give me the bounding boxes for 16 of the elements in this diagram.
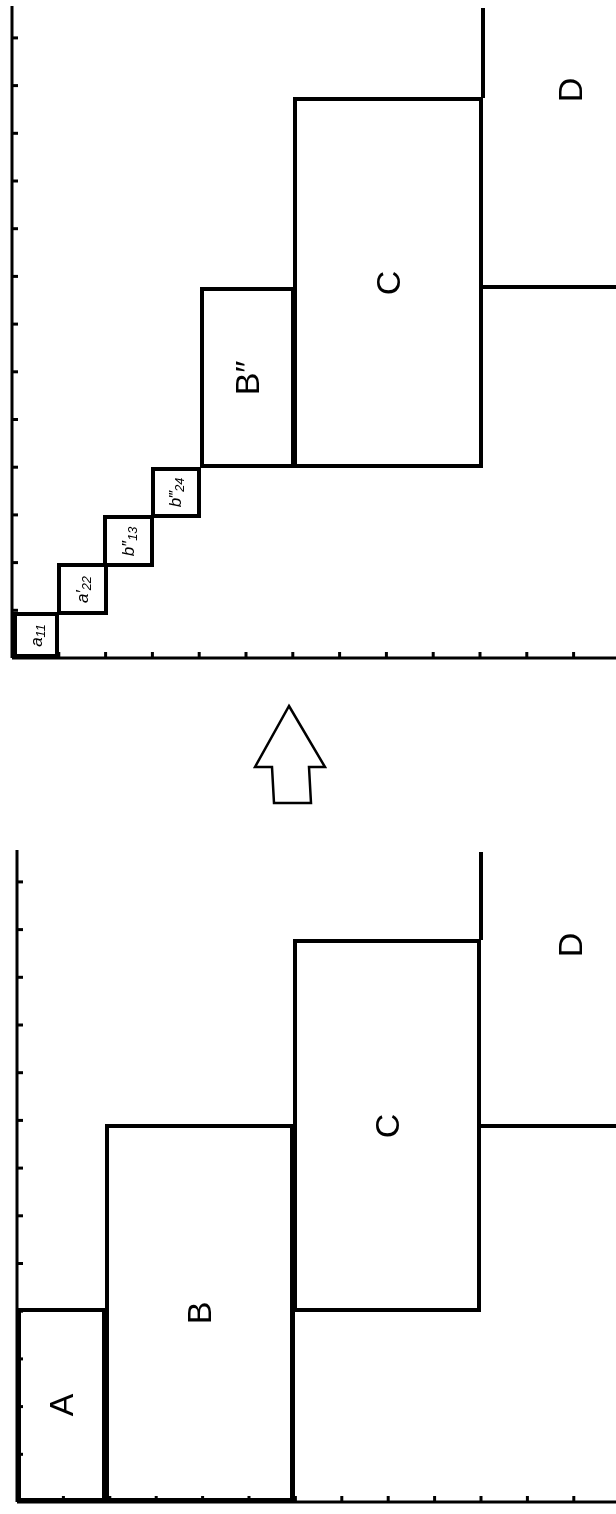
matrix-block [17, 1308, 106, 1502]
matrix-block [200, 287, 295, 468]
block-label: B″ [230, 360, 265, 395]
matrix-block [293, 939, 481, 1312]
block-label: C [370, 1113, 404, 1138]
block-label: B [182, 1301, 217, 1325]
matrix-block [293, 97, 483, 468]
block-label: D [553, 932, 587, 958]
matrix-block [13, 612, 59, 658]
block-label: C [371, 270, 405, 295]
matrix-block [105, 1124, 294, 1502]
matrix-block [151, 467, 201, 518]
matrix-block [103, 515, 154, 567]
block-label: D [553, 77, 587, 103]
matrix-block [57, 563, 108, 615]
block-label: A [44, 1393, 79, 1417]
